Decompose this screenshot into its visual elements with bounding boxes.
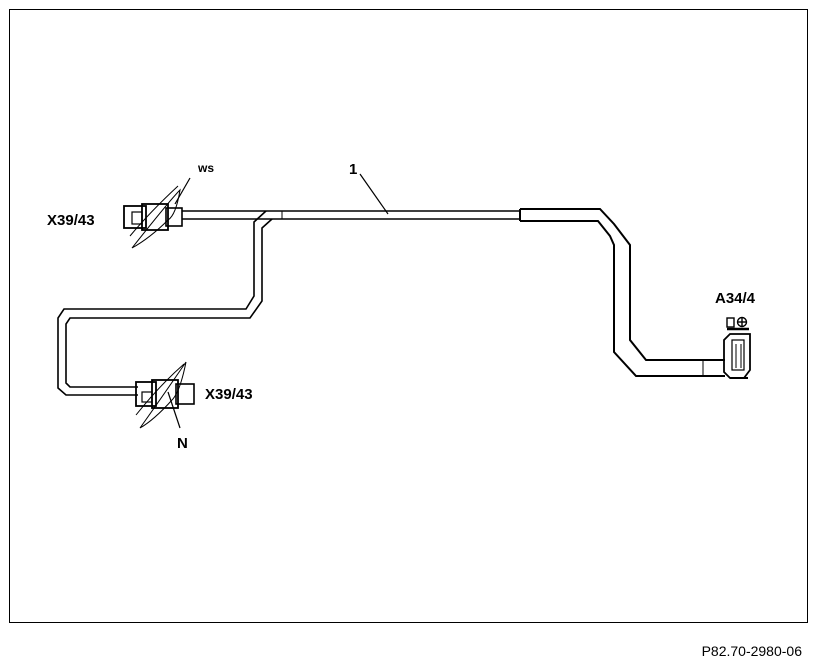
component-symbol-icon [726, 316, 749, 331]
label-connector-bottom: X39/43 [205, 386, 253, 403]
harness-sleeve [519, 208, 725, 377]
branch-harness [57, 210, 273, 396]
label-connector-top: X39/43 [47, 212, 95, 229]
main-harness [182, 210, 520, 220]
label-cable: 1 [349, 161, 357, 178]
connector-bottom [135, 361, 195, 429]
cable-leader-line [359, 173, 389, 215]
label-wire-top: ws [197, 161, 214, 175]
reference-code: P82.70-2980-06 [701, 643, 802, 659]
connector-top [123, 177, 191, 249]
diagram-frame [9, 9, 808, 623]
label-component: A34/4 [715, 290, 756, 307]
component-a34-4 [723, 333, 751, 379]
label-wire-bottom: N [177, 435, 188, 452]
